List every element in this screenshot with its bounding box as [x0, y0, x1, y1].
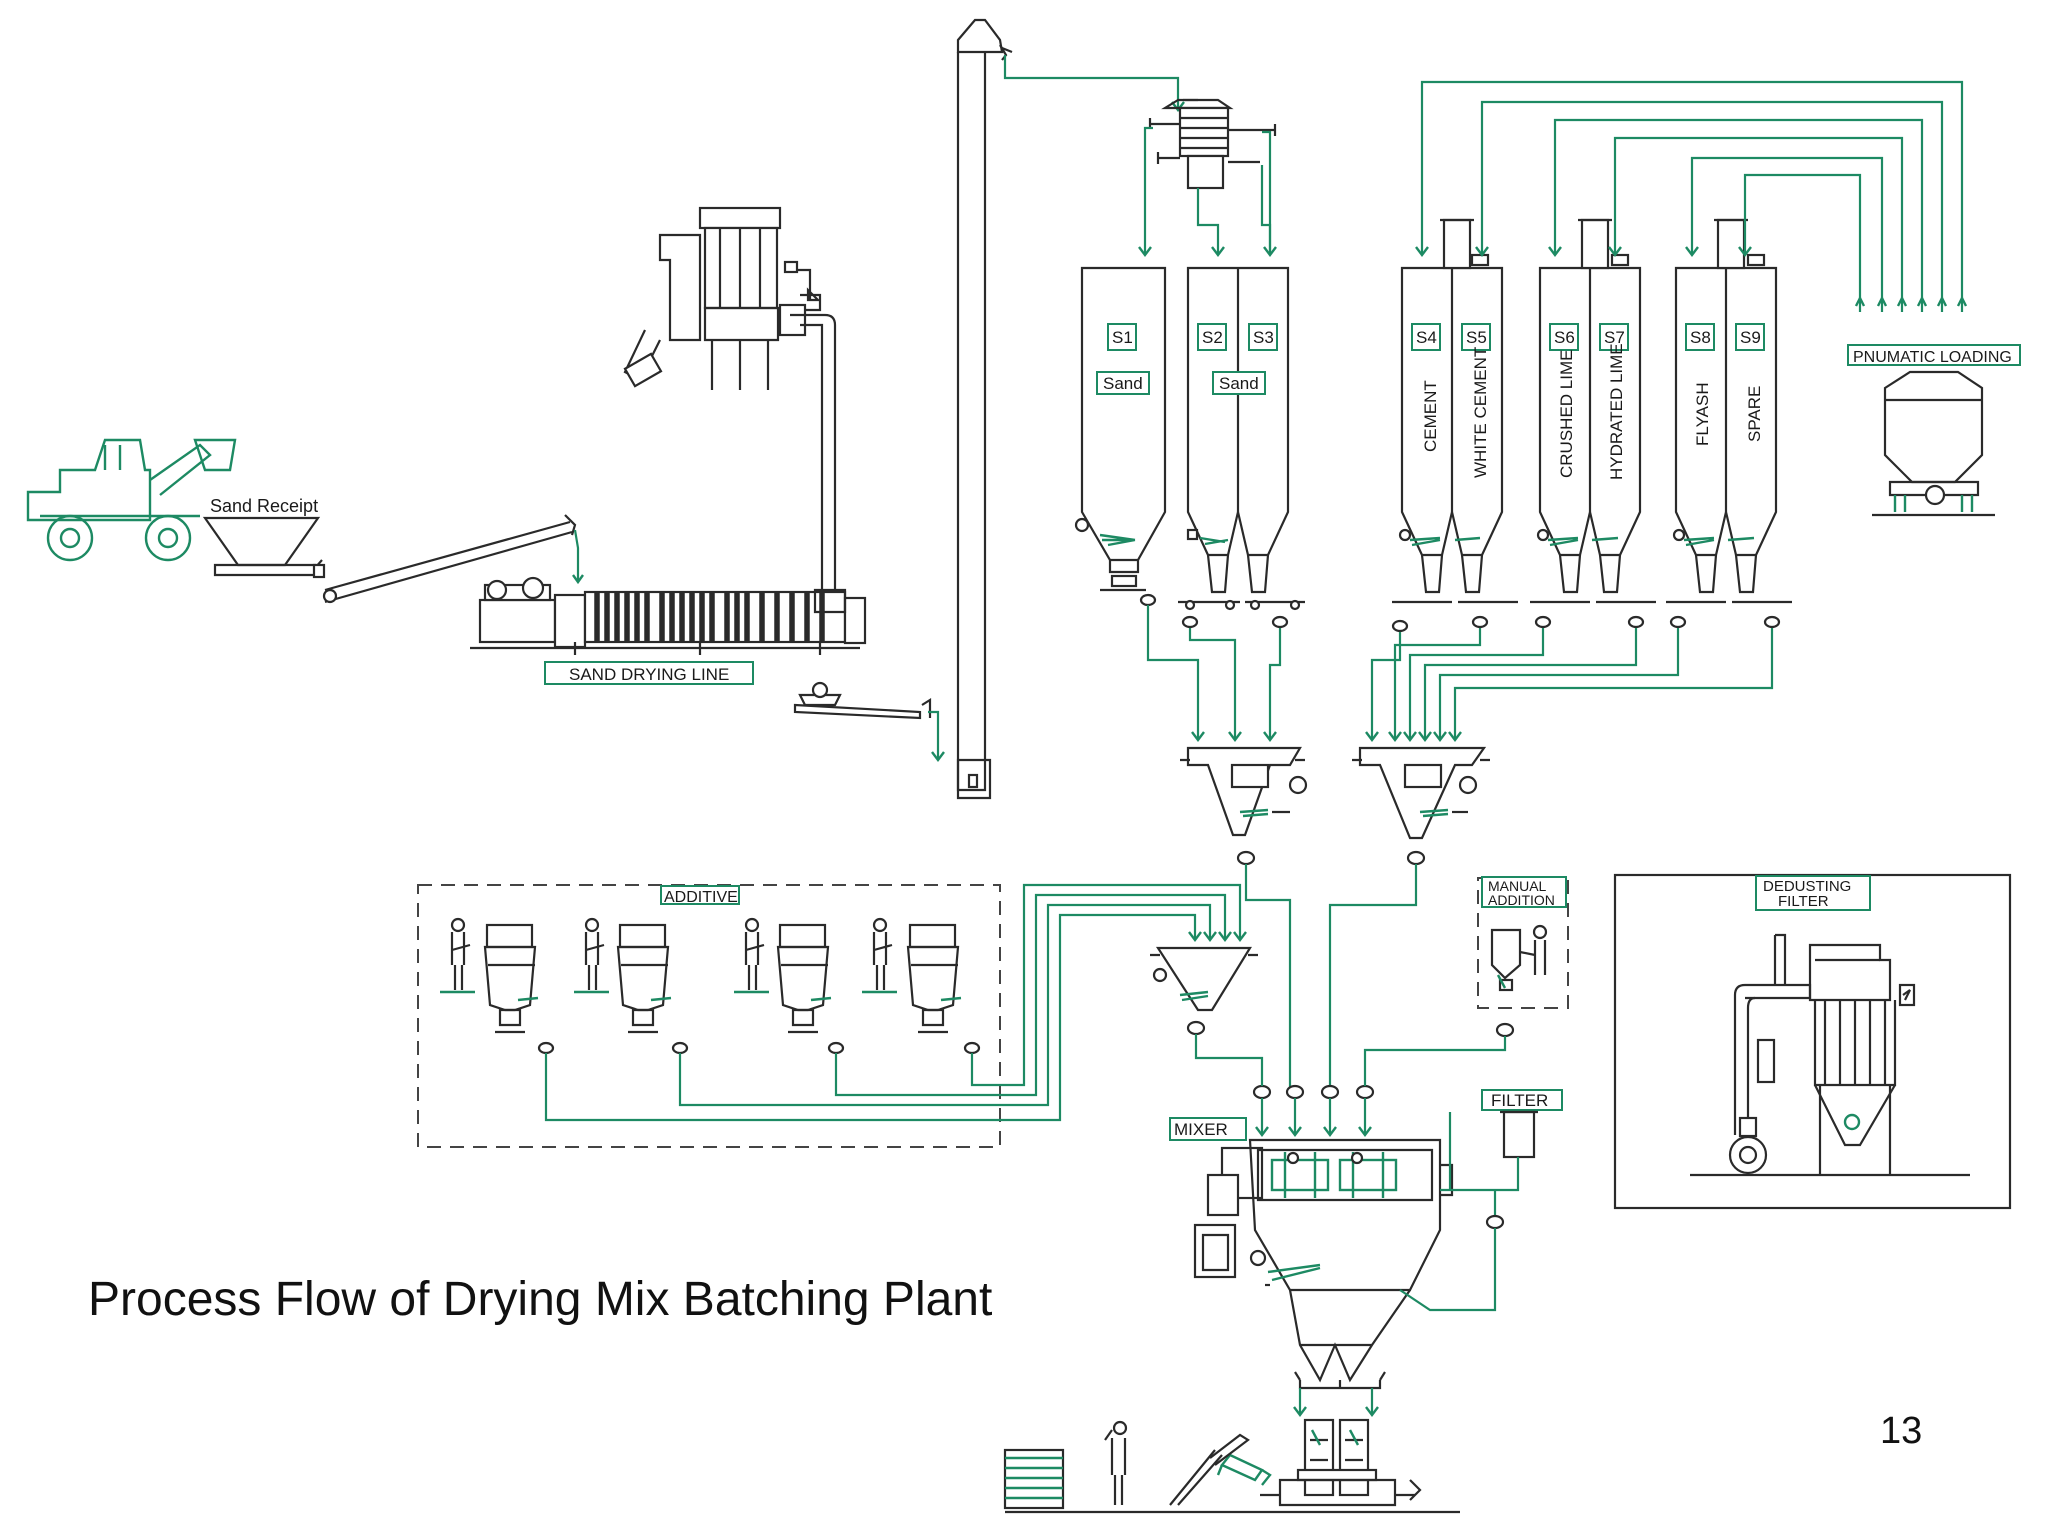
slide-title: Process Flow of Drying Mix Batching Plan…: [88, 1273, 993, 1326]
inclined-belt-conveyor: [322, 514, 584, 604]
silo-s4-material: CEMENT: [1421, 380, 1440, 452]
silo-outlet-valves: [1139, 593, 1781, 633]
dedusting-filter-label-line1: DEDUSTING: [1763, 878, 1851, 895]
silo-s4-id: S4: [1416, 328, 1437, 347]
silo-s5-material: WHITE CEMENT: [1471, 347, 1490, 478]
sand-receipt-label: Sand Receipt: [210, 496, 318, 516]
sand-weigh-hopper: [1180, 746, 1308, 866]
additive-station-4: [862, 917, 981, 1055]
silo-labels: S1 Sand S2 S3 Sand S4 S5 S6 S7 S8 S9 CEM…: [1096, 323, 1765, 480]
silo-s1: [1074, 266, 1167, 592]
pneumatic-loading-label: PNUMATIC LOADING: [1853, 349, 2012, 366]
silo-s8-material: FLYASH: [1693, 382, 1712, 446]
silo-s6-id: S6: [1554, 328, 1575, 347]
dedusting-filter-label-line2: FILTER: [1778, 893, 1829, 910]
page-number: 13: [1880, 1410, 1923, 1452]
binder-weigh-hopper: [1352, 746, 1490, 866]
bucket-elevator: [956, 18, 1013, 800]
additive-weigh-hopper: [1150, 946, 1264, 1086]
silo-s6-material: CRUSHED LIME: [1557, 350, 1576, 478]
silo-s8-id: S8: [1690, 328, 1711, 347]
sand-receipt-hopper: Sand Receipt: [202, 496, 326, 579]
screw-conveyor: [793, 681, 945, 762]
manual-addition-station: MANUAL ADDITION: [1363, 876, 1569, 1086]
additive-station-2: [574, 917, 689, 1055]
pneumatic-loading-tanker: PNUMATIC LOADING: [1847, 344, 2021, 517]
silo-s2-id: S2: [1202, 328, 1223, 347]
silo-s2-s3: [1178, 266, 1305, 611]
exhaust-duct: [790, 287, 847, 614]
dryer-dust-collector: [623, 206, 822, 390]
manual-addition-label-line2: ADDITION: [1488, 892, 1555, 908]
mixer: MIXER: [1169, 1117, 1454, 1390]
dedusting-filter-panel: DEDUSTING FILTER: [1613, 873, 2012, 1210]
pneumatic-loading-lines: [1415, 80, 1968, 312]
silo-s4-s5: [1392, 218, 1518, 604]
mixer-filter: FILTER: [1399, 1089, 1563, 1312]
silo-s9-id: S9: [1740, 328, 1761, 347]
vibrating-screen: [1138, 98, 1277, 257]
mixer-label: MIXER: [1174, 1120, 1228, 1139]
silo-s9-material: SPARE: [1745, 386, 1764, 442]
silo-s3-id: S3: [1253, 328, 1274, 347]
elevator-discharge-line: [1003, 55, 1185, 112]
rotary-dryer: SAND DRYING LINE: [470, 576, 867, 685]
additive-section: ADDITIVE: [417, 883, 1247, 1148]
sand-drying-line-label: SAND DRYING LINE: [569, 665, 729, 684]
filter-label: FILTER: [1491, 1091, 1548, 1110]
manual-addition-label-line1: MANUAL: [1488, 878, 1547, 894]
additive-label: ADDITIVE: [664, 889, 738, 906]
silo-s5-id: S5: [1466, 328, 1487, 347]
additive-station-3: [734, 917, 845, 1055]
packing-station: [1003, 1388, 1460, 1514]
additive-station-1: [440, 917, 555, 1055]
hopper-to-mixer-lines: [1244, 864, 1418, 1137]
silo-s1-material: Sand: [1103, 374, 1143, 393]
silo-s7-material: HYDRATED LIME: [1607, 343, 1626, 480]
silo-s8-s9: [1666, 218, 1792, 604]
silo-to-hopper-lines: [1146, 605, 1774, 742]
silo-s1-id: S1: [1112, 328, 1133, 347]
wheel-loader: [26, 438, 237, 562]
silo-s2-s3-material: Sand: [1219, 374, 1259, 393]
silo-s6-s7: [1530, 218, 1656, 604]
silo-s7-id: S7: [1604, 328, 1625, 347]
